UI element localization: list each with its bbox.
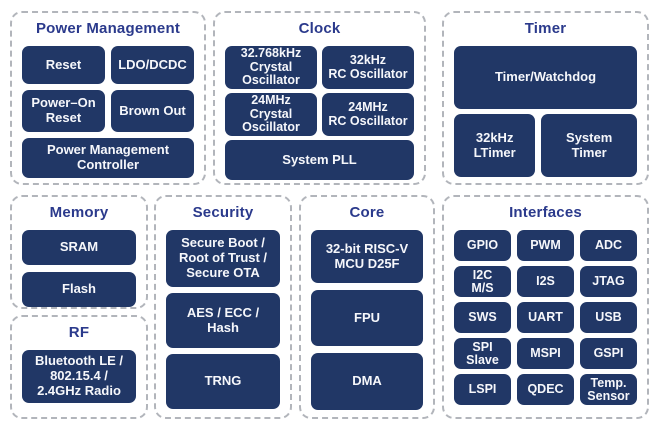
- block-ldo-dcdc: LDO/DCDC: [111, 46, 194, 84]
- security-title: Security: [192, 204, 254, 221]
- clock-title: Clock: [298, 20, 341, 37]
- block-pwm: PWM: [517, 230, 574, 261]
- block-i2c-ms: I2C M/S: [454, 266, 511, 297]
- section-clock: Clock 32.768kHz Crystal Oscillator 32kHz…: [213, 11, 426, 185]
- block-system-pll: System PLL: [225, 140, 414, 180]
- power-management-blocks: Reset LDO/DCDC Power–On Reset Brown Out …: [22, 46, 194, 178]
- section-rf: RF Bluetooth LE / 802.15.4 / 2.4GHz Radi…: [10, 315, 148, 419]
- block-jtag: JTAG: [580, 266, 637, 297]
- timer-title: Timer: [524, 20, 567, 37]
- interfaces-blocks: GPIO PWM ADC I2C M/S I2S JTAG SWS UART U…: [454, 230, 637, 405]
- block-24mhz-rc-oscillator: 24MHz RC Oscillator: [322, 93, 414, 136]
- block-aes-ecc-hash: AES / ECC / Hash: [166, 293, 280, 348]
- memory-title: Memory: [49, 204, 109, 221]
- block-adc: ADC: [580, 230, 637, 261]
- block-lspi: LSPI: [454, 374, 511, 405]
- block-mspi: MSPI: [517, 338, 574, 369]
- block-bluetooth-radio: Bluetooth LE / 802.15.4 / 2.4GHz Radio: [22, 350, 136, 403]
- block-32khz-ltimer: 32kHz LTimer: [454, 114, 536, 177]
- section-core: Core 32-bit RISC-V MCU D25F FPU DMA: [299, 195, 435, 419]
- block-timer-watchdog: Timer/Watchdog: [454, 46, 637, 109]
- block-riscv-mcu: 32-bit RISC-V MCU D25F: [311, 230, 423, 283]
- section-power-management: Power Management Reset LDO/DCDC Power–On…: [10, 11, 206, 185]
- block-trng: TRNG: [166, 354, 280, 409]
- section-security: Security Secure Boot / Root of Trust / S…: [154, 195, 292, 419]
- clock-blocks: 32.768kHz Crystal Oscillator 32kHz RC Os…: [225, 46, 414, 180]
- interfaces-title: Interfaces: [509, 204, 582, 221]
- block-32khz-rc-oscillator: 32kHz RC Oscillator: [322, 46, 414, 89]
- power-management-title: Power Management: [35, 20, 181, 37]
- block-gspi: GSPI: [580, 338, 637, 369]
- memory-blocks: SRAM Flash: [22, 230, 136, 307]
- block-fpu: FPU: [311, 290, 423, 346]
- block-system-timer: System Timer: [541, 114, 637, 177]
- block-uart: UART: [517, 302, 574, 333]
- rf-blocks: Bluetooth LE / 802.15.4 / 2.4GHz Radio: [22, 350, 136, 403]
- block-sram: SRAM: [22, 230, 136, 265]
- block-temp-sensor: Temp. Sensor: [580, 374, 637, 405]
- rf-title: RF: [68, 324, 90, 341]
- security-blocks: Secure Boot / Root of Trust / Secure OTA…: [166, 230, 280, 409]
- core-title: Core: [349, 204, 385, 221]
- block-i2s: I2S: [517, 266, 574, 297]
- block-32768khz-crystal-oscillator: 32.768kHz Crystal Oscillator: [225, 46, 317, 89]
- block-brown-out: Brown Out: [111, 90, 194, 132]
- block-qdec: QDEC: [517, 374, 574, 405]
- block-reset: Reset: [22, 46, 105, 84]
- section-interfaces: Interfaces GPIO PWM ADC I2C M/S I2S JTAG…: [442, 195, 649, 419]
- block-flash: Flash: [22, 272, 136, 307]
- timer-blocks: Timer/Watchdog 32kHz LTimer System Timer: [454, 46, 637, 177]
- block-power-management-controller: Power Management Controller: [22, 138, 194, 178]
- core-blocks: 32-bit RISC-V MCU D25F FPU DMA: [311, 230, 423, 410]
- block-spi-slave: SPI Slave: [454, 338, 511, 369]
- block-secure-boot: Secure Boot / Root of Trust / Secure OTA: [166, 230, 280, 287]
- block-sws: SWS: [454, 302, 511, 333]
- block-24mhz-crystal-oscillator: 24MHz Crystal Oscillator: [225, 93, 317, 136]
- block-dma: DMA: [311, 353, 423, 410]
- block-gpio: GPIO: [454, 230, 511, 261]
- block-usb: USB: [580, 302, 637, 333]
- section-memory: Memory SRAM Flash: [10, 195, 148, 309]
- section-timer: Timer Timer/Watchdog 32kHz LTimer System…: [442, 11, 649, 185]
- block-power-on-reset: Power–On Reset: [22, 90, 105, 132]
